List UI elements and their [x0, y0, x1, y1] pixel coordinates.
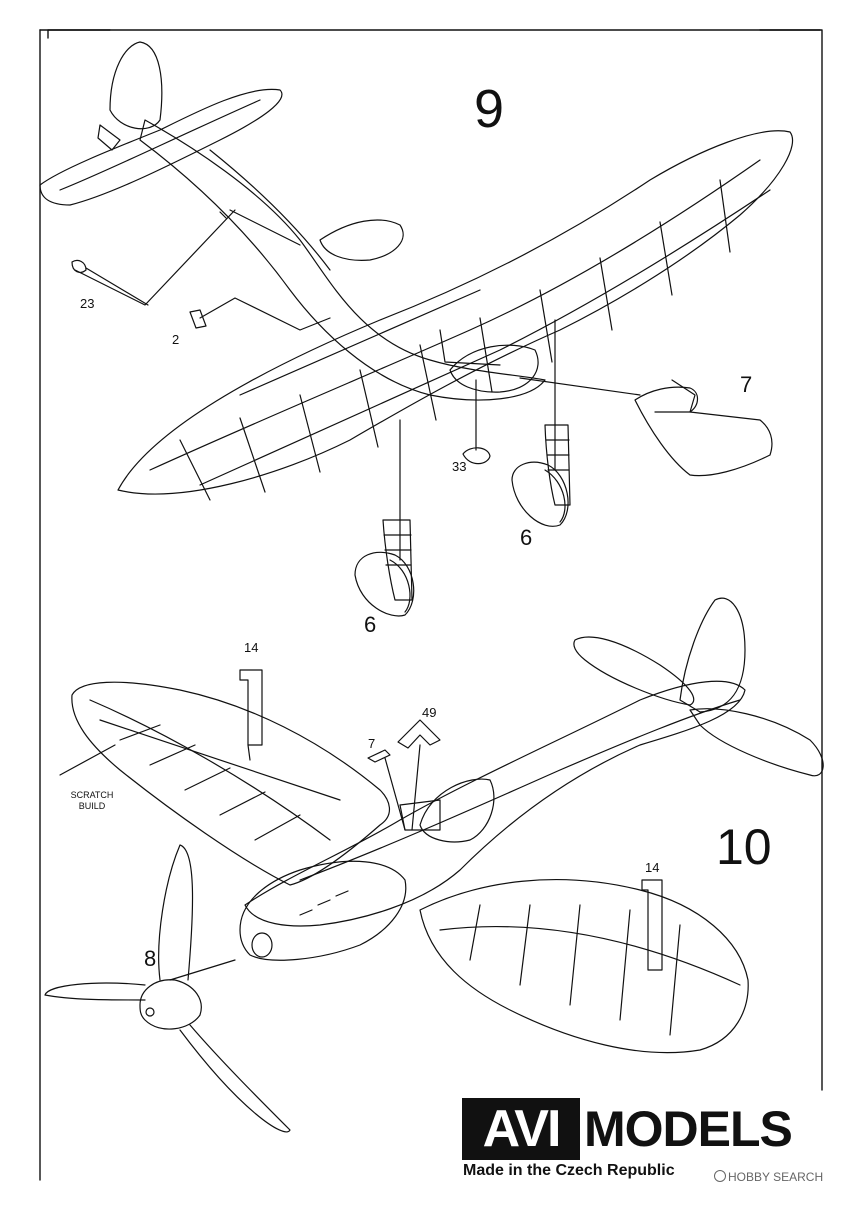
leader-23: [74, 209, 236, 306]
leader-8: [169, 959, 236, 981]
step9-aircraft: [39, 41, 794, 617]
leader-scratch: [59, 744, 116, 776]
leader-2: [199, 297, 331, 331]
leader-7: [519, 377, 641, 396]
part-label-49: 49: [422, 705, 437, 720]
part-label-33: 33: [452, 459, 467, 474]
step10-fin: [679, 597, 746, 713]
step10-cockpit: [419, 778, 495, 843]
part-7-strut: [367, 749, 391, 763]
step9-fin: [109, 41, 163, 130]
step9-wing: [117, 130, 794, 495]
made-in-text: Made in the Czech Republic: [463, 1162, 675, 1179]
scratch-note-line2: BUILD: [78, 801, 106, 811]
step10-tailplane: [573, 636, 695, 706]
logo-avi: AVI: [462, 1098, 580, 1160]
wheel-6-a: [354, 519, 415, 617]
wheel-6-b: [511, 424, 571, 527]
page-frame: [39, 29, 823, 1181]
step10-left-wing: [71, 681, 390, 886]
part-label-14-right: 14: [645, 860, 660, 875]
watermark-icon: [714, 1170, 726, 1182]
avi-models-logo: AVI MODELS: [462, 1098, 806, 1160]
part-8-propeller: [44, 844, 291, 1133]
part-label-14-left: 14: [244, 640, 259, 655]
watermark-text: HOBBY SEARCH: [728, 1170, 824, 1184]
step9-fuselage: [139, 119, 546, 401]
part-14a: [239, 669, 263, 746]
part-label-2: 2: [172, 332, 180, 347]
part-label-7-strut: 7: [368, 736, 376, 751]
step10-fuselage: [244, 680, 746, 927]
part-label-6-left: 6: [364, 612, 377, 637]
part-49: [397, 719, 441, 749]
part-label-8: 8: [144, 946, 157, 971]
part-label-7-cover: 7: [740, 372, 753, 397]
part-label-23: 23: [80, 296, 95, 311]
step10-right-wing: [419, 879, 749, 1054]
logo-models: MODELS: [584, 1101, 793, 1157]
part-14b: [641, 879, 663, 971]
step-number-9: 9: [474, 79, 505, 139]
step10-aircraft: [44, 597, 824, 1133]
step9-tailplane: [39, 88, 283, 206]
step10-cowling: [239, 860, 407, 961]
step-number-10: 10: [716, 819, 772, 875]
part-7-cover: [634, 386, 773, 477]
scratch-note-line1: SCRATCH: [70, 790, 114, 800]
scratch-build-note: SCRATCH BUILD: [62, 790, 122, 812]
part-label-6-right: 6: [520, 525, 533, 550]
watermark: HOBBY SEARCH: [714, 1170, 823, 1184]
